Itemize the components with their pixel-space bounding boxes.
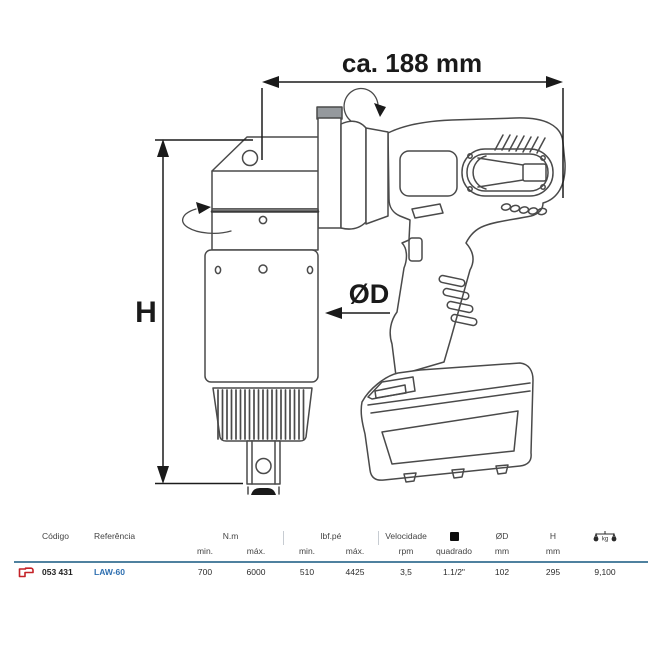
battery-latch — [367, 376, 416, 400]
cell-nm-max: 6000 — [246, 567, 266, 577]
cell-diameter-mm: 102 — [494, 567, 510, 577]
cell-lbf-min: 510 — [299, 567, 315, 577]
angle-head — [211, 136, 333, 210]
drive-collar — [316, 106, 389, 230]
cell-height-mm: 295 — [545, 567, 561, 577]
col-group-velocidade: Velocidade — [385, 531, 427, 541]
col-header-nm-max: máx. — [246, 546, 266, 556]
head-bolt-hole — [241, 149, 259, 167]
rear-motor-housing — [461, 148, 554, 197]
vent-slots — [494, 134, 546, 154]
col-header-nm-min: min. — [196, 546, 214, 556]
dimension-height-label: H — [135, 296, 157, 329]
mount-flange — [317, 117, 342, 229]
cell-square-drive: 1.1/2" — [443, 567, 465, 577]
rotation-arrow-head — [182, 202, 232, 235]
product-line-icon[interactable] — [14, 566, 38, 579]
col-header-referencia: Referência — [94, 531, 136, 541]
header-separator — [378, 531, 379, 545]
drive-tip — [251, 488, 276, 495]
collar-button — [316, 106, 343, 120]
oval-vents — [500, 203, 548, 216]
dimension-width-label: ca. 188 mm — [342, 48, 482, 78]
square-drive-icon — [428, 530, 480, 543]
col-header-h-mm: mm — [545, 546, 561, 556]
cell-weight: 9,100 — [594, 567, 616, 577]
dimension-diameter: ØD — [325, 279, 390, 319]
col-header-height: H — [549, 531, 557, 541]
spline-section — [212, 387, 313, 442]
cell-codigo: 053 431 — [42, 567, 73, 577]
col-header-codigo: Código — [42, 531, 69, 541]
body-side-panel — [399, 150, 458, 197]
table-accent-rule — [14, 561, 648, 563]
col-header-lbf-min: min. — [298, 546, 316, 556]
dimension-diameter-label: ØD — [349, 279, 390, 309]
tool-body-outline — [387, 117, 566, 377]
square-drive — [246, 440, 281, 495]
battery-pack — [360, 362, 534, 483]
col-header-quadrado: quadrado — [436, 546, 472, 556]
grip-ridges — [438, 274, 478, 327]
spec-table: Código Referência N.m lbf.pé Velocidade … — [0, 529, 650, 589]
trigger — [408, 237, 423, 262]
col-header-rpm: rpm — [398, 546, 414, 556]
col-header-od-mm: mm — [494, 546, 510, 556]
rotation-arrow-collar — [343, 87, 386, 122]
cell-nm-min: 700 — [197, 567, 213, 577]
dimension-width: ca. 188 mm — [261, 48, 564, 198]
svg-text:kg: kg — [602, 537, 608, 543]
detent-hole — [255, 457, 272, 475]
col-group-lbfpe: lbf.pé — [320, 531, 342, 541]
col-header-diameter: ØD — [495, 531, 509, 541]
mode-button — [411, 203, 444, 219]
barrel-cylinder — [204, 249, 319, 383]
output-barrel — [204, 208, 320, 383]
weight-icon: kg — [577, 530, 633, 543]
cell-referencia[interactable]: LAW-60 — [94, 567, 125, 577]
header-separator — [283, 531, 284, 545]
dimension-height: H — [135, 139, 253, 485]
battery-label-recess — [381, 410, 519, 465]
col-header-lbf-max: máx. — [345, 546, 365, 556]
cell-rpm: 3,5 — [400, 567, 412, 577]
cell-lbf-max: 4425 — [345, 567, 365, 577]
col-group-nm: N.m — [222, 531, 239, 541]
